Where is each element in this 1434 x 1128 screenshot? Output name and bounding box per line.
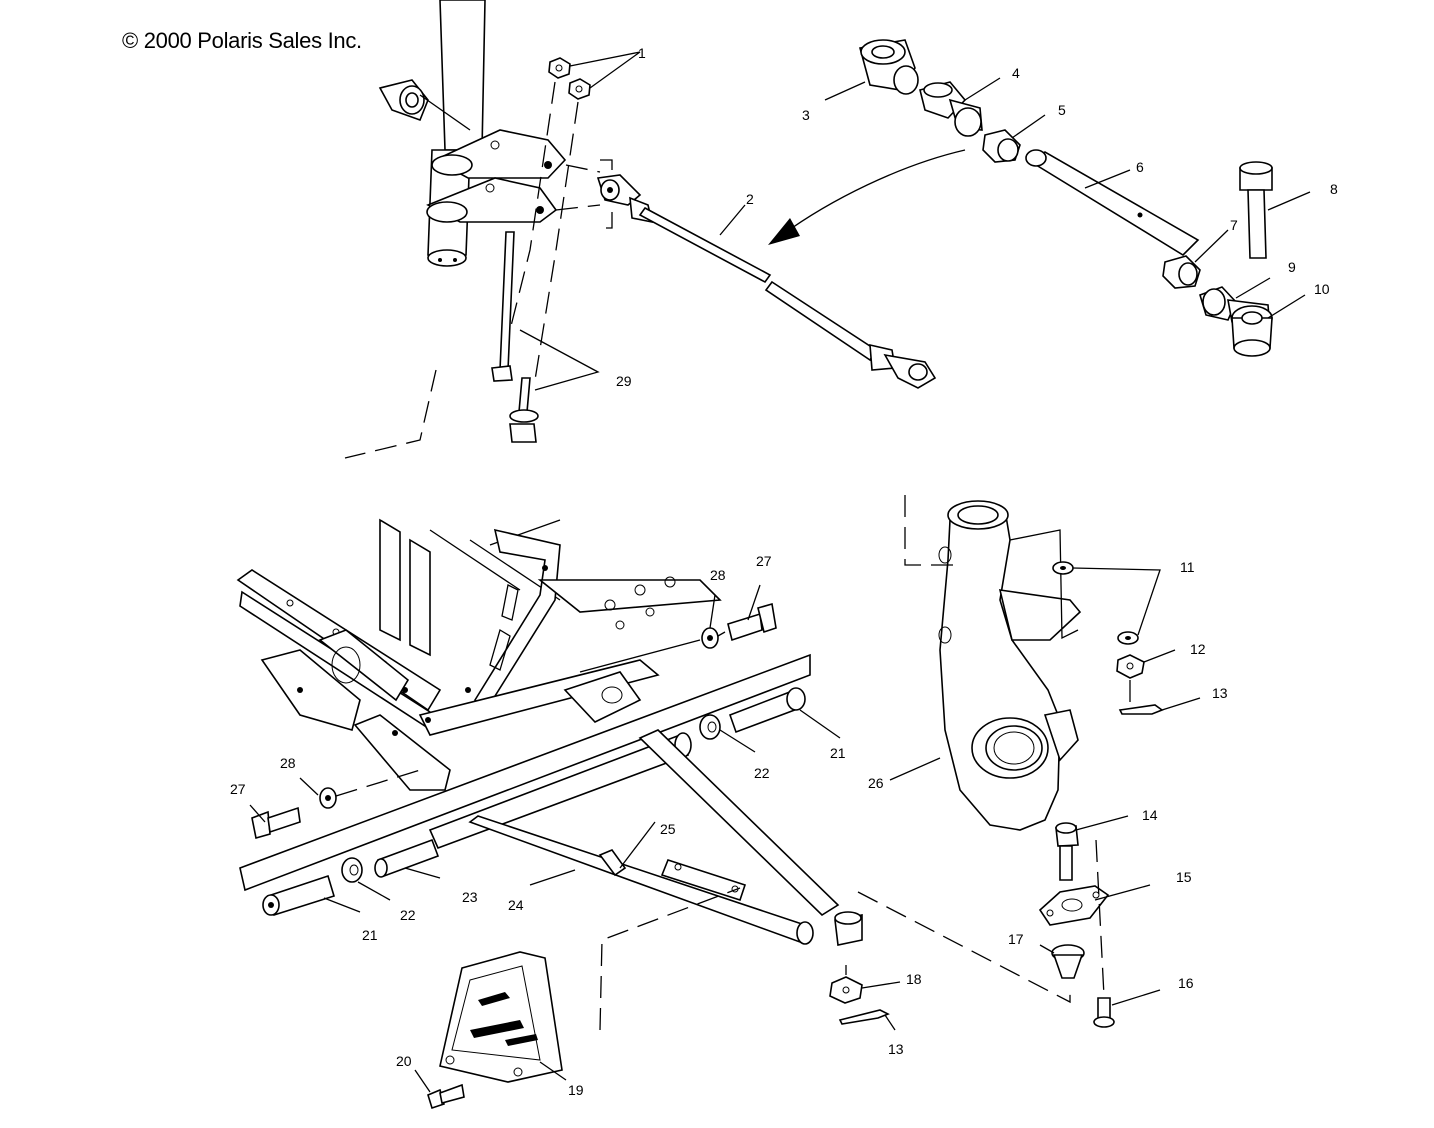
bolt-27-left	[251, 806, 301, 840]
callout-18: 18	[906, 971, 922, 987]
pivot-tube-21-left	[262, 874, 335, 917]
callout-28-left: 28	[280, 755, 296, 771]
callout-22-right: 22	[754, 765, 770, 781]
frame	[236, 518, 722, 791]
callout-5: 5	[1058, 102, 1066, 118]
bolt-16	[1093, 997, 1115, 1028]
washer-11a	[1052, 561, 1074, 575]
cotter-pin-13-lower	[838, 1009, 890, 1025]
rod-end-4	[919, 81, 983, 137]
rod-end-upper-left	[378, 79, 429, 122]
castle-nut-12	[1116, 654, 1145, 679]
callout-10: 10	[1314, 281, 1330, 297]
callout-28-right: 28	[710, 567, 726, 583]
callout-29: 29	[616, 373, 632, 389]
skid-plate-19	[439, 951, 563, 1083]
bolt-14	[1055, 822, 1079, 881]
washer-22-right	[699, 714, 721, 740]
tie-rod-6	[1025, 149, 1200, 257]
bearing-10	[1231, 305, 1273, 357]
callout-9: 9	[1288, 259, 1296, 275]
washer-28-right	[701, 627, 719, 649]
steering-post	[426, 0, 567, 267]
screw-20	[427, 1083, 465, 1110]
mounting-plate-15	[1038, 885, 1110, 926]
bushing-23	[374, 838, 440, 878]
a-arm	[428, 729, 863, 946]
callout-1: 1	[638, 45, 646, 61]
grease-fitting-25	[598, 849, 627, 877]
callout-2: 2	[746, 191, 754, 207]
washer-11b	[1117, 631, 1139, 645]
callout-20: 20	[396, 1053, 412, 1069]
callout-13-lower: 13	[888, 1041, 904, 1057]
callout-16: 16	[1178, 975, 1194, 991]
bolt-29a	[491, 231, 515, 382]
callout-6: 6	[1136, 159, 1144, 175]
callout-11: 11	[1180, 559, 1195, 575]
callout-15: 15	[1176, 869, 1192, 885]
callout-4: 4	[1012, 65, 1020, 81]
cotter-pin-13-upper	[1118, 704, 1164, 715]
nut-1b	[568, 78, 591, 100]
washer-22-left	[341, 857, 363, 883]
jam-nut-5	[982, 129, 1021, 163]
callout-21-left: 21	[362, 927, 378, 943]
callout-22-left: 22	[400, 907, 416, 923]
callout-17: 17	[1008, 931, 1024, 947]
bolt-8	[1239, 161, 1273, 259]
callout-27-right: 27	[756, 553, 772, 569]
ball-joint-17	[1051, 944, 1085, 979]
callout-7: 7	[1230, 217, 1238, 233]
copyright-text: © 2000 Polaris Sales Inc.	[122, 28, 362, 53]
callout-14: 14	[1142, 807, 1158, 823]
callout-12: 12	[1190, 641, 1206, 657]
callout-13-upper: 13	[1212, 685, 1228, 701]
pivot-tube-21-right	[728, 687, 806, 734]
washer-28-left	[319, 787, 337, 809]
callout-3: 3	[802, 107, 810, 123]
callout-27-left: 27	[230, 781, 246, 797]
callout-19: 19	[568, 1082, 584, 1098]
rod-end-3	[858, 39, 919, 95]
bolt-27-right	[727, 602, 777, 642]
bolt-29b	[509, 377, 539, 443]
callout-23: 23	[462, 889, 478, 905]
callout-24: 24	[508, 897, 524, 913]
callout-21-right: 21	[830, 745, 846, 761]
spindle-26	[938, 500, 1082, 831]
tie-rod	[596, 174, 937, 389]
callout-8: 8	[1330, 181, 1338, 197]
callout-26: 26	[868, 775, 884, 791]
callout-25: 25	[660, 821, 676, 837]
castle-nut-18	[829, 976, 863, 1004]
jam-nut-7	[1162, 255, 1201, 289]
nut-1a	[548, 57, 571, 79]
